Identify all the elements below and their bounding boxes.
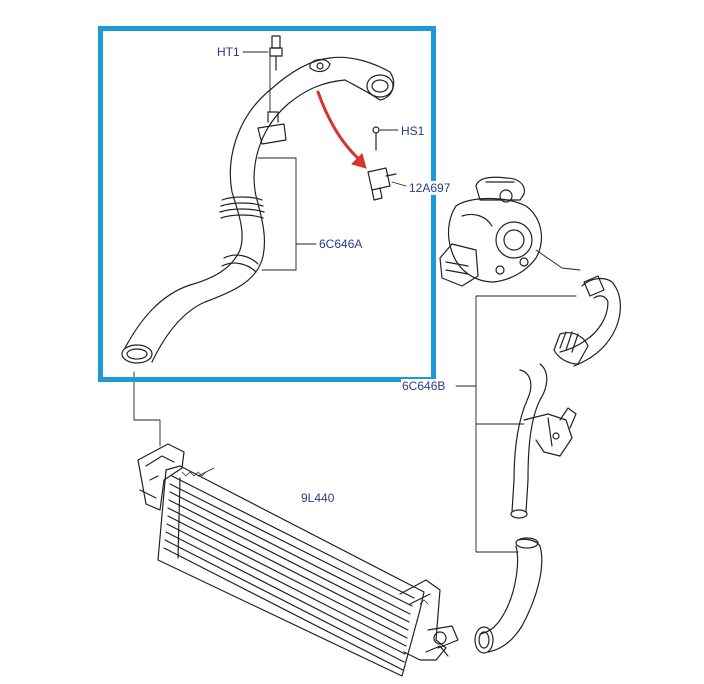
sensor-12a697-part (367, 126, 397, 201)
hose-6c646b (474, 275, 621, 654)
label-ht1: HT1 (216, 45, 241, 59)
intercooler-9l440 (137, 443, 459, 677)
red-arrow (316, 90, 367, 169)
leader-lines-upper (133, 51, 407, 447)
label-6c646b: 6C646B (401, 379, 447, 393)
label-12a697: 12A697 (408, 181, 452, 195)
label-9l440: 9L440 (300, 491, 336, 505)
turbocharger (439, 176, 581, 287)
label-hs1: HS1 (400, 124, 426, 138)
hose-6c646a (121, 56, 395, 364)
highlight-box (98, 26, 436, 382)
label-6c646a: 6C646A (318, 237, 364, 251)
leader-lines-lower (455, 295, 577, 553)
